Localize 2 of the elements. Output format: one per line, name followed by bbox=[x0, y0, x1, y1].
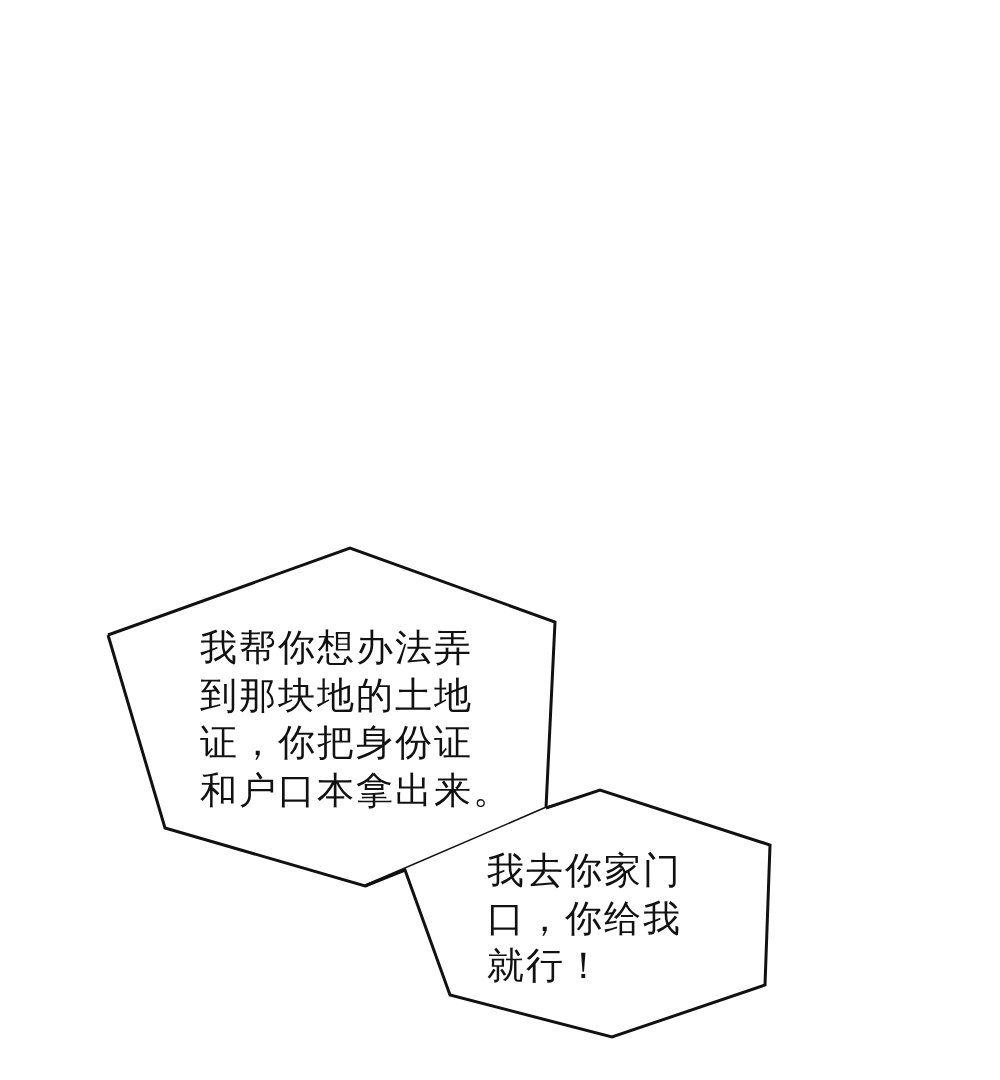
bubble-text: 我去你家门口，你给我就行！ bbox=[487, 848, 682, 989]
bubble-text: 我帮你想办法弄到那块地的土地证，你把身份证和户口本拿出来。 bbox=[200, 625, 512, 814]
